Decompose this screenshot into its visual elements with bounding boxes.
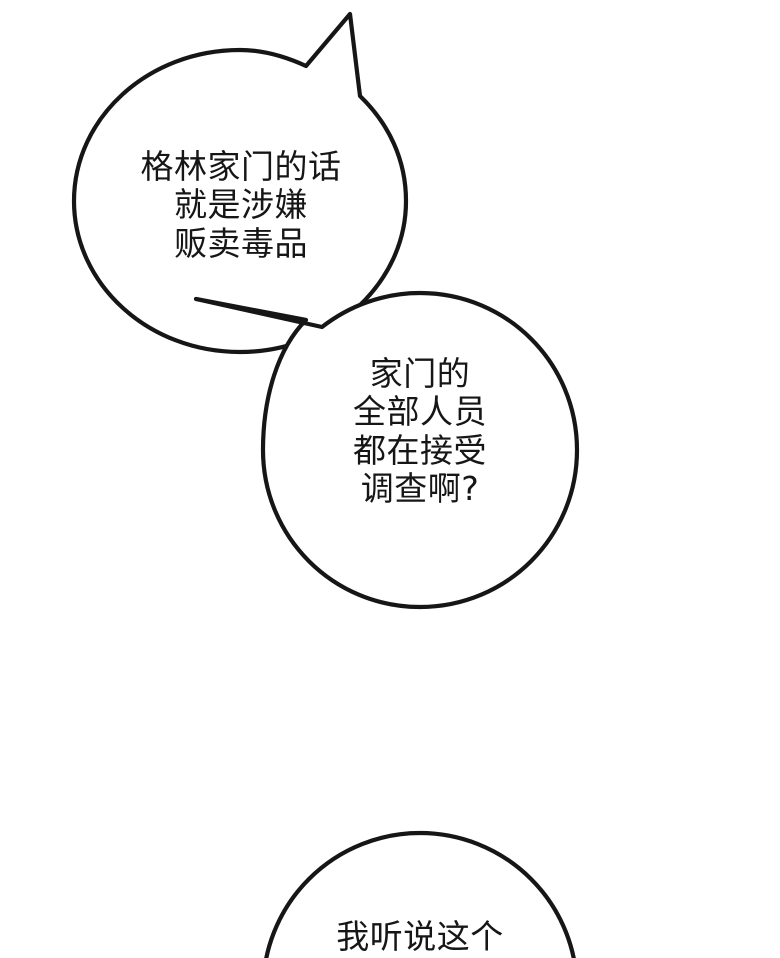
bubble-2-outline — [193, 290, 580, 610]
bubble-1-outline — [71, 11, 409, 355]
speech-bubble-1 — [71, 11, 409, 355]
speech-bubble-2 — [193, 290, 580, 610]
bubble-3-outline — [264, 830, 576, 958]
bubble-2-text: 家门的 全部人员 都在接受 调查啊? — [353, 354, 487, 508]
bubble-3-text: 我听说这个 — [336, 917, 504, 956]
speech-bubble-3 — [264, 830, 576, 958]
bubble-1-text: 格林家门的话 就是涉嫌 贩卖毒品 — [140, 147, 342, 263]
